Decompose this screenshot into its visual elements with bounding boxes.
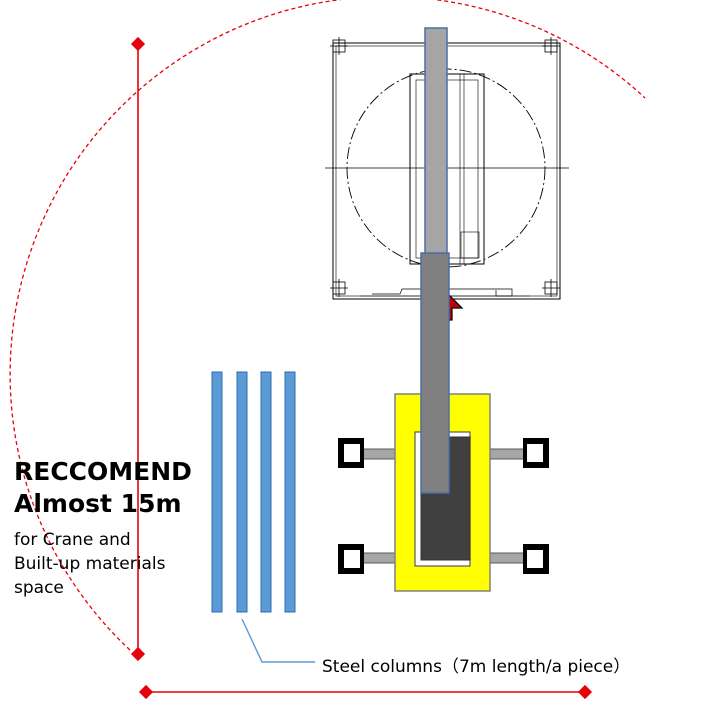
steel-column <box>236 371 248 613</box>
crane-boom-lower <box>420 252 450 494</box>
recommendation-sub2: Built-up materials <box>14 554 166 574</box>
recommendation-title: RECCOMEND Almost 15m <box>14 456 192 520</box>
recommendation-line2: Almost 15m <box>14 489 182 518</box>
steel-column <box>260 371 272 613</box>
recommendation-line1: RECCOMEND <box>14 457 192 486</box>
callout-leader-line <box>241 618 315 663</box>
crane-outriggers <box>338 438 549 574</box>
steel-columns-label: Steel columns（7m length/a piece） <box>322 657 631 677</box>
steel-column <box>284 371 296 613</box>
steel-column <box>211 371 223 613</box>
recommendation-subtitle: for Crane and Built-up materials space <box>14 528 165 600</box>
crane-boom-tip <box>424 27 448 254</box>
horizontal-dimension-line <box>138 684 593 700</box>
steel-columns <box>211 371 296 613</box>
recommendation-sub3: space <box>14 578 64 598</box>
recommendation-sub1: for Crane and <box>14 530 131 550</box>
